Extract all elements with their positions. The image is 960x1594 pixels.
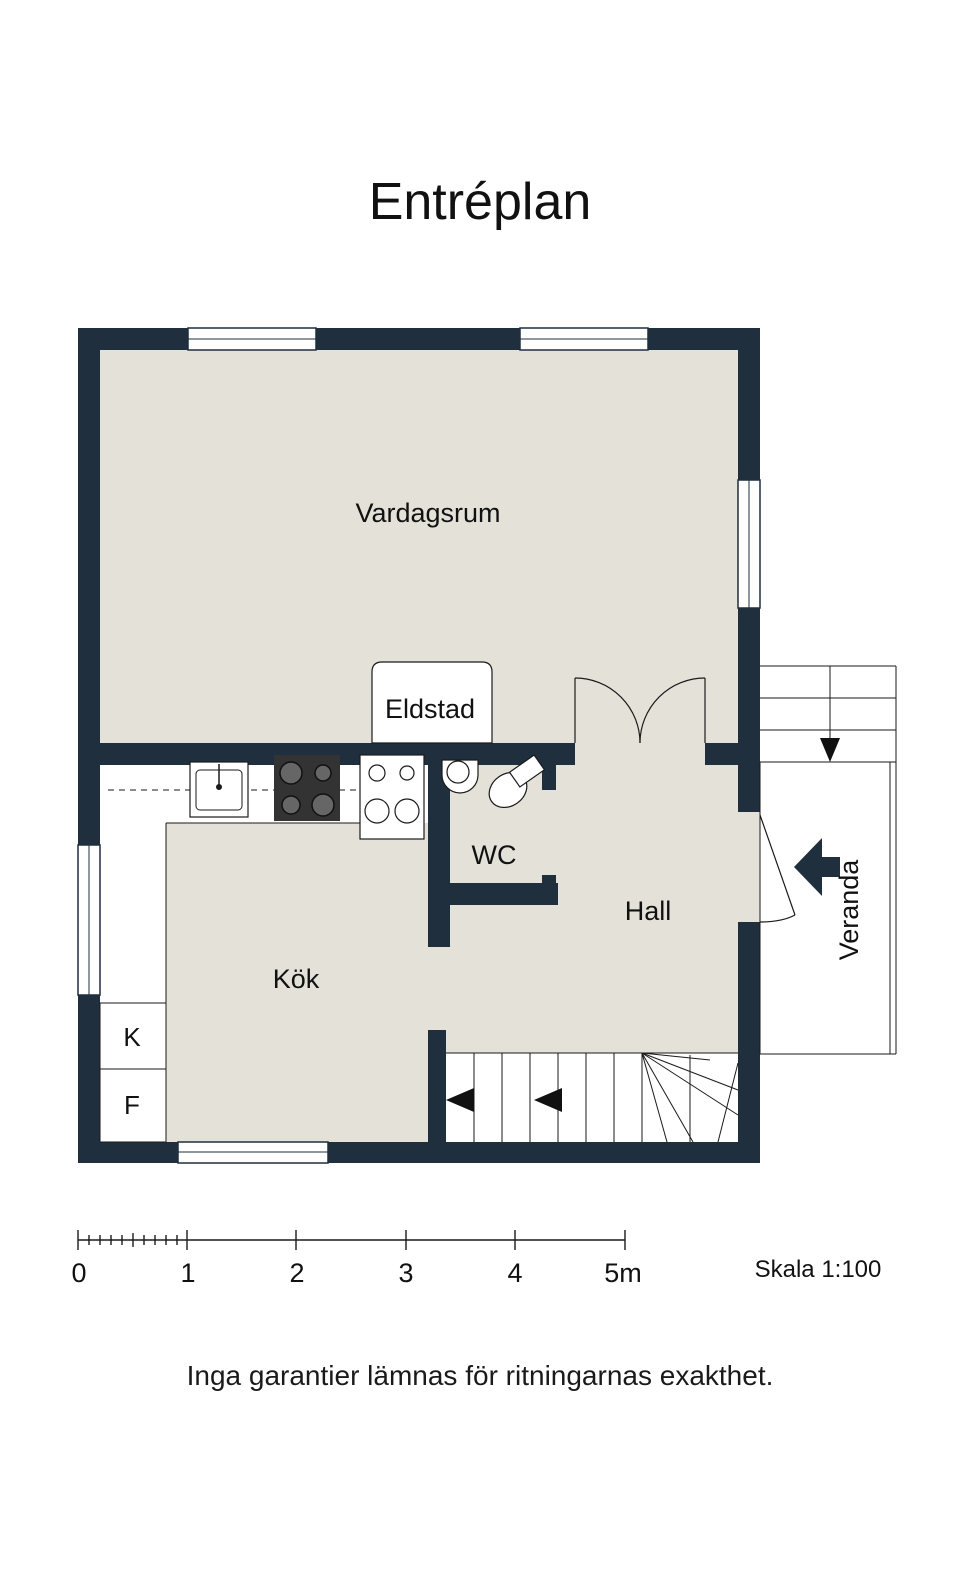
wall-wc-right-bottom — [542, 875, 556, 905]
scale-label: Skala 1:100 — [755, 1256, 882, 1283]
fireplace — [371, 661, 493, 744]
stove — [359, 754, 425, 840]
stairs — [446, 1052, 739, 1143]
stair-arrow-mid — [534, 1088, 562, 1112]
floor-hall-lower — [428, 895, 738, 1053]
scale-tick-5m: 5m — [604, 1258, 642, 1288]
opening-kok-wc — [428, 947, 450, 1030]
wall-kok-wc — [428, 760, 450, 947]
wall-wc-right-top — [542, 743, 556, 790]
scale-tick-4: 4 — [507, 1258, 522, 1288]
fridge-freezer — [99, 1002, 167, 1143]
window-lines — [88, 338, 750, 1153]
room-label-eldstad: Eldstad — [385, 694, 475, 724]
entrance-arrow — [794, 838, 840, 896]
page-title: Entréplan — [368, 173, 592, 231]
double-door — [574, 677, 706, 744]
scale-bar — [77, 1230, 626, 1250]
entrance-door — [759, 814, 796, 923]
wc-basin — [441, 759, 479, 794]
wall-hall-top-right — [705, 743, 738, 765]
opening-wc-hall — [542, 790, 564, 883]
opening-hall-vardag — [575, 743, 705, 765]
floor-stairs — [446, 1053, 738, 1142]
scale-tick-1: 1 — [180, 1258, 195, 1288]
room-label-veranda: Veranda — [834, 859, 864, 961]
wall-kok-lower — [428, 1030, 446, 1060]
scale-tick-3: 3 — [398, 1258, 413, 1288]
opening-entrance — [738, 812, 760, 922]
scale-tick-0: 0 — [71, 1258, 86, 1288]
inner-walls — [428, 760, 558, 1060]
cooktop — [274, 755, 340, 821]
stair-arrow-left — [446, 1088, 474, 1112]
disclaimer: Inga garantier lämnas för ritningarnas e… — [186, 1360, 774, 1391]
room-label-vardagsrum: Vardagsrum — [355, 498, 500, 528]
room-label-k: K — [123, 1022, 141, 1052]
toilet — [488, 754, 546, 809]
room-label-kok: Kök — [273, 964, 320, 994]
floor-kok — [166, 823, 428, 1142]
door-openings — [428, 743, 760, 1030]
sink — [189, 761, 249, 818]
room-label-hall: Hall — [625, 896, 672, 926]
veranda-step-arrow — [820, 738, 840, 762]
veranda — [759, 665, 897, 1055]
room-label-wc: WC — [472, 840, 517, 870]
scale-tick-2: 2 — [289, 1258, 304, 1288]
wall-wc-bottom — [428, 883, 558, 905]
room-label-f: F — [124, 1090, 140, 1120]
